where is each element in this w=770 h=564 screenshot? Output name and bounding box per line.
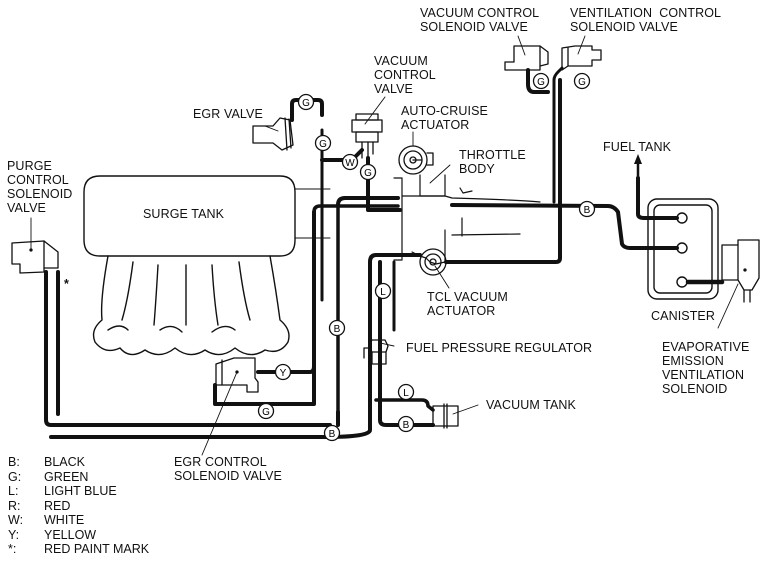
purge-control-solenoid-valve [11,217,59,274]
svg-text:B: B [584,205,591,216]
fuel-tank-arrow [634,154,642,180]
svg-text:G: G [364,168,372,179]
vacuum-tank [432,403,479,429]
svg-text:G: G [537,77,545,88]
label-ventilation-control-solenoid-valve: VENTILATION CONTROL SOLENOID VALVE [570,6,722,34]
marker-g3: G [359,163,377,181]
hose-purge-left [44,270,332,427]
surge-tank [83,175,331,356]
marker-y1: Y [274,363,292,381]
hose-l2 [374,398,435,412]
hose-vcsv [526,68,550,94]
egr-control-solenoid-valve [201,357,259,456]
hose-b-right [378,260,435,427]
hose-markers: G G W G G G B L B Y L G B B [257,72,596,442]
vacuum-control-valve [351,96,386,159]
marker-b1: B [578,200,596,218]
label-auto-cruise-actuator: AUTO-CRUISE ACTUATOR [401,104,488,132]
label-surge-tank: SURGE TANK [143,207,225,221]
svg-text:G: G [262,407,270,418]
svg-text:G: G [578,77,586,88]
label-canister: CANISTER [651,309,716,323]
marker-b4: B [323,424,341,442]
color-legend: B:BLACK G:GREEN L:LIGHT BLUE R:RED W:WHI… [8,455,149,557]
svg-text:L: L [403,388,409,399]
label-egr-control-solenoid-valve: EGR CONTROL SOLENOID VALVE [174,455,282,483]
marker-g2: G [314,134,332,152]
vacuum-control-solenoid-valve [504,35,549,71]
hose-vent-ctl [552,66,564,204]
auto-cruise-actuator [398,131,434,175]
label-throttle-body: THROTTLE BODY [459,148,526,176]
legend-row: *:RED PAINT MARK [8,542,150,556]
legend-row: Y:YELLOW [8,527,97,542]
hose-b-long [323,253,422,439]
svg-text:B: B [329,429,336,440]
hose-y [256,338,316,374]
svg-text:L: L [380,287,386,298]
hose-b-top [336,196,400,207]
egr-valve [252,117,294,151]
label-evaporative-emission-ventilation-solenoid: EVAPORATIVE EMISSION VENTILATION SOLENOI… [662,340,750,396]
svg-text:W: W [345,158,355,169]
marker-b3: B [397,415,415,433]
label-vacuum-control-valve: VACUUM CONTROL VALVE [374,54,436,96]
ventilation-control-solenoid-valve [561,35,602,71]
hose-throttle-canister [450,203,679,250]
label-fuel-pressure-regulator: FUEL PRESSURE REGULATOR [406,341,593,355]
red-paint-mark: * [64,277,69,291]
svg-text:B: B [334,324,341,335]
legend-row: G:GREEN [8,469,89,484]
label-vacuum-control-solenoid-valve: VACUUM CONTROL SOLENOID VALVE [420,6,540,34]
hose-surge-down [213,210,316,406]
marker-g1: G [297,93,315,111]
marker-g6: G [257,402,275,420]
legend-row: W:WHITE [8,513,85,527]
marker-l1: L [374,282,392,300]
label-fuel-tank: FUEL TANK [603,140,672,154]
svg-text:Y: Y [280,368,287,379]
marker-w1: W [341,153,359,171]
svg-text:G: G [319,139,327,150]
label-egr-valve: EGR VALVE [193,107,263,121]
svg-text:B: B [403,420,410,431]
legend-row: B:BLACK [8,455,85,469]
svg-text:G: G [302,98,310,109]
hose-tcl [444,78,562,264]
label-purge-control-solenoid-valve: PURGE CONTROL SOLENOID VALVE [7,159,73,215]
label-vacuum-tank: VACUUM TANK [486,398,576,412]
marker-g4: G [532,72,550,90]
throttle-body [393,164,541,265]
hose-fuel-tank [636,176,679,220]
marker-g5: G [573,72,591,90]
label-tcl-vacuum-actuator: TCL VACUUM ACTUATOR [427,290,508,318]
evaporative-emission-ventilation-solenoid [717,239,760,329]
vacuum-hoses [44,66,725,439]
marker-b2: B [328,319,346,337]
legend-row: L:LIGHT BLUE [8,484,117,498]
legend-row: R:RED [8,498,71,513]
marker-l2: L [397,383,415,401]
